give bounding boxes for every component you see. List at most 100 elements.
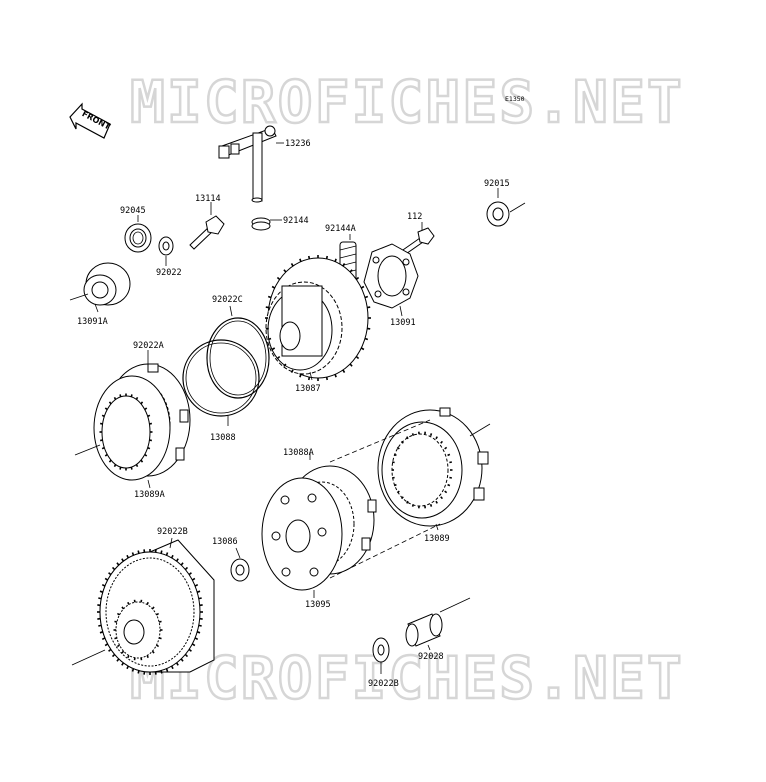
plate-right-inner-teeth-tooth	[393, 453, 397, 457]
part-label-13095: 92022B	[157, 527, 188, 537]
plate-left-inner-teeth	[99, 393, 153, 471]
front-arrow-icon: FRONT	[69, 102, 112, 139]
part-92028-sleeve	[405, 597, 471, 651]
housing-inner-gear-teeth-tooth	[127, 655, 130, 659]
plate-right-inner-teeth-tooth	[400, 496, 404, 500]
hub-gear-teeth-tooth	[342, 369, 346, 373]
plate-right-inner-teeth-tooth	[406, 500, 409, 504]
housing-gear-teeth-tooth	[101, 637, 106, 641]
plate-right-inner-teeth-tooth	[396, 490, 400, 494]
part-13089-steel-plate-right	[377, 407, 491, 531]
plate-left-inner-teeth-tooth	[108, 459, 112, 463]
plate-right-inner-teeth	[391, 431, 453, 509]
part-13095-clutch-housing	[71, 537, 215, 673]
housing-gear-teeth-tooth	[116, 562, 120, 566]
part-13114-bolt	[189, 202, 225, 250]
plate-left-inner-teeth-tooth	[99, 422, 103, 425]
housing-inner-gear-teeth-tooth	[121, 606, 125, 610]
plate-left-inner-teeth-tooth	[140, 401, 144, 405]
plate-right-inner-teeth-tooth	[444, 490, 448, 494]
housing-gear-teeth-tooth	[196, 590, 201, 593]
hub-gear-teeth-tooth	[276, 276, 281, 281]
plate-left-inner-teeth-tooth	[149, 422, 153, 425]
hub-gear-teeth-tooth	[355, 355, 360, 360]
part-label-92015: 92015	[484, 179, 510, 189]
housing-gear-teeth-tooth	[104, 643, 109, 647]
hub-gear-teeth-tooth	[283, 269, 287, 273]
plate-left-inner-teeth-tooth	[147, 446, 151, 450]
hub-gear-teeth-tooth	[360, 285, 365, 289]
plate-left-inner-teeth-tooth	[119, 466, 122, 470]
plate-left-inner-teeth-tooth	[99, 439, 103, 442]
plate-right-inner-teeth-tooth	[392, 461, 395, 464]
housing-gear-teeth-tooth	[99, 590, 104, 593]
plate-right-inner-teeth-tooth	[449, 461, 452, 464]
hub-gear-teeth-tooth	[299, 374, 302, 378]
housing-gear-teeth-tooth	[191, 643, 196, 647]
plate-left-inner-teeth-tooth	[140, 459, 144, 463]
part-label-13088: 92022A	[133, 341, 164, 351]
hub-gear-teeth-tooth	[342, 263, 346, 267]
plate-left-inner-teeth-tooth	[149, 439, 153, 442]
plate-left-inner-teeth-tooth	[130, 394, 133, 398]
hub-gear-teeth-tooth	[334, 258, 337, 262]
housing-inner-gear-teeth-tooth	[121, 650, 125, 654]
housing-gear-teeth-tooth	[175, 662, 179, 666]
hub-gear-teeth-tooth	[265, 327, 269, 330]
plate-right-inner-teeth-tooth	[396, 446, 400, 450]
housing-inner-gear-teeth-tooth	[158, 637, 162, 640]
housing-gear-teeth-tooth	[101, 583, 106, 587]
part-92045-bearing	[124, 215, 152, 253]
housing-gear-teeth-tooth	[104, 577, 109, 581]
housing-gear-teeth-tooth	[98, 597, 102, 600]
part-92022A-ring	[182, 339, 260, 426]
housing-gear-teeth-tooth	[170, 665, 174, 670]
housing-inner-gear-teeth-tooth	[114, 620, 118, 623]
hub-gear-teeth-tooth	[360, 347, 365, 351]
part-label-13091A: 13091A	[77, 317, 108, 327]
housing-inner-gear-teeth-tooth	[114, 637, 118, 640]
housing-gear-teeth-tooth	[131, 552, 135, 556]
housing-gear-teeth-tooth	[184, 653, 189, 658]
plate-right-inner-teeth-tooth	[411, 503, 415, 507]
housing-gear-teeth-tooth	[108, 572, 112, 576]
part-92022C-ring	[206, 305, 270, 399]
plate-right-inner-teeth-tooth	[393, 483, 397, 487]
housing-gear-teeth-tooth	[198, 597, 202, 600]
hub-gear-teeth-tooth	[308, 255, 311, 260]
part-13089A-steel-plate-left	[74, 375, 171, 489]
part-13086-pressure-disc	[261, 477, 343, 598]
housing-gear-teeth-tooth	[108, 648, 112, 652]
part-label-13236: 13236	[285, 139, 311, 149]
hub-gear-teeth-tooth	[364, 337, 369, 341]
housing-inner-gear-teeth-tooth	[146, 601, 149, 605]
hub-gear-teeth	[265, 255, 371, 381]
housing-inner-gear-teeth-tooth	[151, 606, 155, 610]
part-13236-lever-shaft	[218, 125, 284, 203]
housing-gear-teeth-tooth	[160, 550, 163, 554]
hub-gear-teeth-tooth	[290, 369, 294, 373]
housing-gear-teeth-tooth	[184, 566, 189, 571]
housing-inner-gear-teeth-tooth	[146, 655, 149, 659]
hub-gear-teeth-tooth	[367, 306, 371, 309]
plate-left-inner-teeth-tooth	[101, 446, 105, 450]
part-label-13088A: 13088A	[283, 448, 314, 458]
housing-gear-teeth-tooth	[126, 665, 130, 670]
plate-right-inner-teeth-tooth	[429, 503, 433, 507]
part-label-92022A: 13088	[210, 433, 236, 443]
housing-inner-gear-teeth-tooth	[156, 644, 160, 648]
part-92022B-washer-lower	[372, 637, 390, 674]
hub-gear-teeth-tooth	[308, 376, 311, 381]
part-label-13086: 13095	[305, 600, 331, 610]
hub-gear-teeth-tooth	[325, 255, 328, 260]
plate-left-inner-teeth-tooth	[119, 394, 122, 398]
plate-right-inner-teeth-tooth	[400, 440, 404, 444]
housing-inner-gear-teeth-tooth	[127, 601, 130, 605]
plate-right-inner-teeth-tooth	[447, 483, 451, 487]
part-label-13089: 13089	[424, 534, 450, 544]
plate-right-inner-teeth-tooth	[411, 433, 415, 437]
plate-right-inner-teeth-tooth	[392, 476, 395, 479]
hub-gear-teeth-tooth	[325, 376, 328, 381]
housing-inner-gear-teeth-tooth	[151, 650, 155, 654]
